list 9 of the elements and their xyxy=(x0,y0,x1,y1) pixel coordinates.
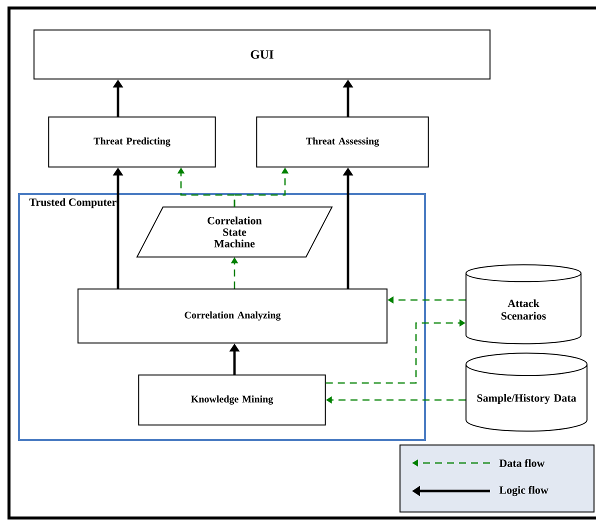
process-box: Threat Assessing xyxy=(256,116,429,168)
gui-box: GUI xyxy=(34,30,490,80)
database-cylinder: Sample/History Data xyxy=(466,352,588,432)
legend-text: Logic flow xyxy=(499,486,548,496)
process-box: Knowledge Mining xyxy=(138,374,326,426)
database-cylinder: Attack Scenarios xyxy=(466,264,582,344)
process-box: Correlation Analyzing xyxy=(78,288,388,344)
legend-text: Data flow xyxy=(499,459,545,467)
process-box: Threat Predicting xyxy=(48,116,216,168)
